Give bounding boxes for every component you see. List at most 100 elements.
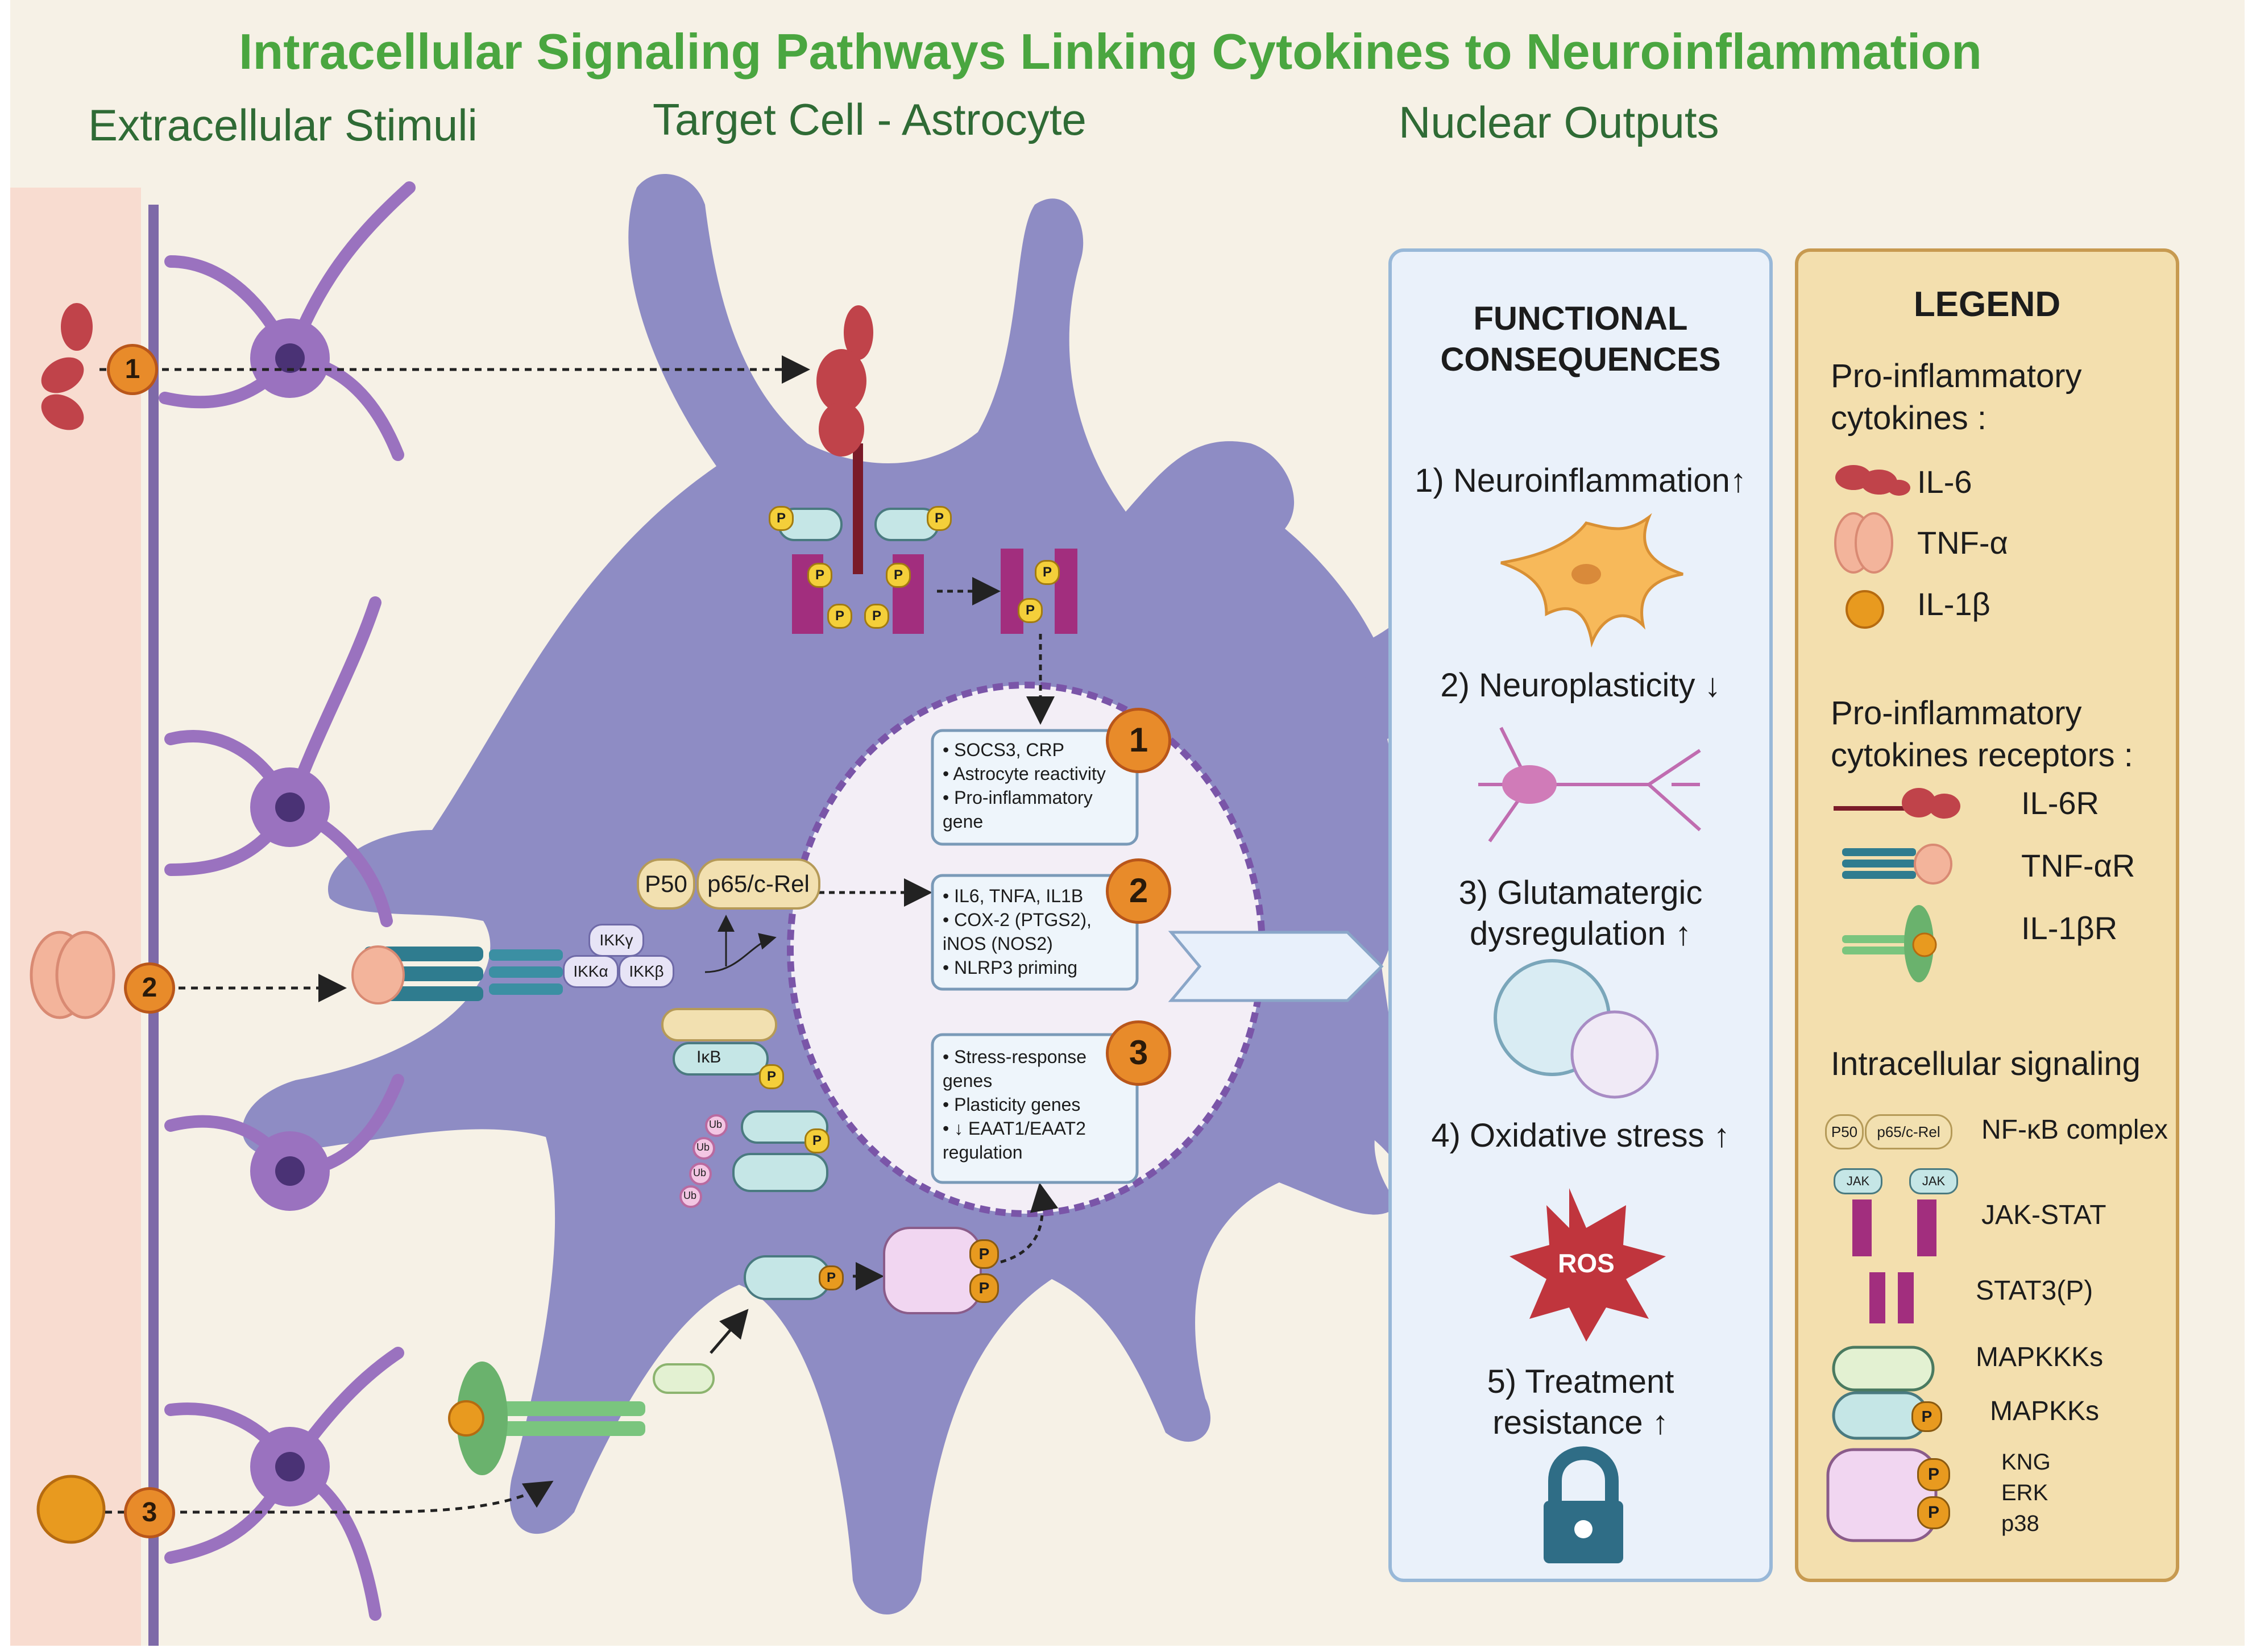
legend-il1b-label: IL-1β	[1917, 586, 1990, 622]
legend-tnfr-label: TNF-αR	[2021, 848, 2135, 883]
legend-phospho-mini: P	[1911, 1401, 1942, 1432]
legend-mapkk-label: MAPKKs	[1990, 1396, 2100, 1426]
postsynaptic-icon	[1570, 1010, 1659, 1099]
neuron-plasticity-soma	[1502, 765, 1557, 804]
phospho-badge: P	[886, 563, 911, 588]
phospho-badge: P	[827, 604, 852, 629]
nucleus-box-1	[931, 729, 1139, 846]
legend-mapkkk-icon	[1832, 1346, 1935, 1392]
legend-il1br-icon	[1842, 905, 1937, 982]
ikb-label: IκB	[696, 1048, 721, 1066]
legend-title: LEGEND	[1913, 285, 2061, 324]
legend-tnf-icon	[1834, 512, 1893, 574]
phospho-badge: P	[927, 506, 952, 531]
legend-mapkkk-label: MAPKKKs	[1976, 1342, 2104, 1372]
ikb-complex-top	[661, 1008, 777, 1041]
phospho-badge: P	[804, 1128, 830, 1153]
il1b-receptor	[448, 1362, 645, 1475]
phospho-badge: P	[759, 1064, 784, 1089]
legend-il6-label: IL-6	[1917, 464, 1972, 500]
nucleus-marker-2: 2	[1106, 858, 1171, 924]
phospho-badge: P	[807, 563, 832, 588]
ikk-alpha-label: IKKα	[563, 955, 619, 988]
ikk-to-nfkb-arrow	[704, 933, 777, 973]
neuron-nucleus	[275, 1156, 305, 1186]
mapkkk-protein	[653, 1363, 715, 1394]
ikk-beta-label: IKKβ	[619, 955, 674, 988]
ikb-protein	[673, 1042, 769, 1076]
phospho-badge: P	[1018, 598, 1043, 623]
legend-p65-mini: p65/c-Rel	[1865, 1114, 1952, 1149]
legend-jak-mini: JAK	[1909, 1168, 1958, 1194]
tnf-alpha-cytokine-icon	[30, 931, 115, 1019]
tnf-bound-icon	[351, 945, 405, 1005]
legend-il6r-icon	[1834, 788, 1960, 819]
pathway-marker-2: 2	[124, 962, 175, 1014]
p65-label: p65/c-Rel	[696, 858, 820, 910]
nucleus-box-2	[931, 874, 1139, 991]
section-extracellular-stimuli: Extracellular Stimuli	[88, 100, 478, 150]
legend-stat3p-label: STAT3(P)	[1976, 1276, 2093, 1306]
il1b-cytokine-icon	[36, 1475, 106, 1544]
legend-signaling-heading: Intracellular signaling	[1831, 1045, 2141, 1082]
reactive-astrocyte-nucleus-icon	[1571, 564, 1601, 584]
phospho-badge: P	[969, 1239, 999, 1269]
fc-item-4: 4) Oxidative stress ↑	[1431, 1117, 1730, 1154]
pathway-arrow-3	[105, 1480, 554, 1514]
lock-keyhole-icon	[1574, 1520, 1593, 1538]
legend-il1br-label: IL-1βR	[2021, 910, 2118, 946]
legend-jak-stat-icon	[1852, 1199, 1936, 1256]
blood-vessel-wall	[10, 188, 141, 1646]
ros-label: ROS	[1558, 1248, 1615, 1278]
mapk-protein	[883, 1227, 982, 1314]
proteasome	[732, 1153, 828, 1192]
legend-il1b-icon	[1846, 590, 1884, 629]
neuron-nucleus	[275, 343, 305, 373]
output-chevron	[1168, 931, 1384, 1002]
legend-jak-mini: JAK	[1834, 1168, 1882, 1194]
legend-panel	[1795, 248, 2179, 1582]
phospho-badge: P	[1035, 560, 1060, 585]
legend-tnf-label: TNF-α	[1917, 525, 2008, 561]
mapk-arrow-1	[710, 1309, 749, 1354]
nucleus-box-3	[931, 1033, 1139, 1184]
phospho-badge: P	[819, 1265, 844, 1290]
nucleus-box-1-text: • SOCS3, CRP• Astrocyte reactivity• Pro-…	[943, 740, 1106, 832]
page-title: Intracellular Signaling Pathways Linking…	[239, 23, 1982, 80]
legend-il6r-label: IL-6R	[2021, 785, 2099, 821]
legend-p50-mini: P50	[1825, 1114, 1864, 1149]
ub-label: Ub	[683, 1190, 697, 1201]
lock-shackle-icon	[1548, 1446, 1619, 1506]
mapkk-protein	[744, 1255, 831, 1300]
ros-burst-icon	[1509, 1188, 1666, 1342]
il6-cytokine-icon	[41, 303, 93, 430]
neuron-nucleus	[275, 1452, 305, 1481]
nucleus-marker-1: 1	[1106, 708, 1171, 773]
nucleus-marker-3: 3	[1106, 1020, 1171, 1086]
pathway-marker-3: 3	[124, 1487, 175, 1538]
ikk-gamma-label: IKKγ	[588, 924, 644, 957]
section-target-cell: Target Cell - Astrocyte	[653, 94, 1086, 144]
ub-label: Ub	[696, 1142, 710, 1153]
fc-item-1: 1) Neuroinflammation↑	[1415, 462, 1747, 499]
legend-nfkb-label: NF-κB complex	[1981, 1115, 2168, 1145]
legend-phospho-mini: P	[1917, 1458, 1950, 1491]
il6-receptor	[816, 305, 873, 574]
ubiquitin-chain	[679, 1114, 728, 1208]
pathway-marker-1: 1	[107, 344, 158, 395]
mapk-to-nucleus-arrow	[1000, 1182, 1059, 1264]
phospho-badge: P	[864, 604, 889, 629]
fc-item-2: 2) Neuroplasticity ↓	[1440, 667, 1721, 704]
legend-il6-icon	[1835, 465, 1910, 496]
nucleus-box-2-text: • IL6, TNFA, IL1B• COX-2 (PTGS2),iNOS (N…	[943, 886, 1092, 978]
legend-phospho-mini: P	[1917, 1496, 1950, 1529]
phospho-badge: P	[769, 506, 794, 531]
section-nuclear-outputs: Nuclear Outputs	[1399, 97, 1719, 147]
